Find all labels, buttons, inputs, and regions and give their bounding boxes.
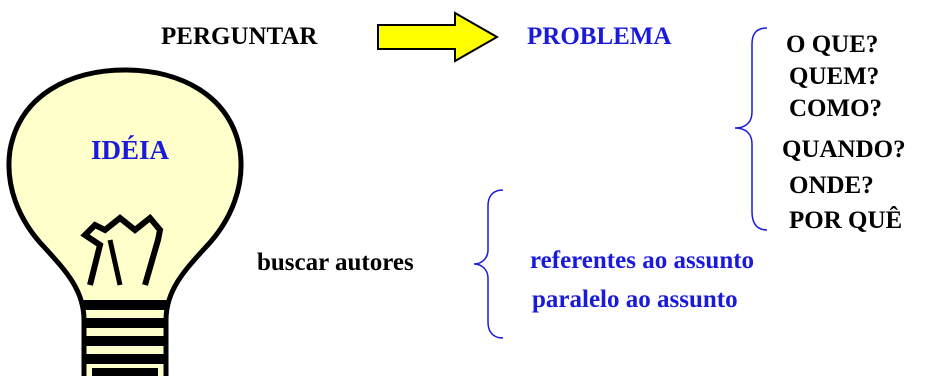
idea-label: IDÉIA [91, 135, 170, 165]
question-where: ONDE? [789, 172, 874, 199]
lightbulb-icon [6, 67, 244, 376]
question-who: QUEM? [789, 63, 880, 90]
problem-label: PROBLEMA [527, 23, 672, 50]
search-item-related: referentes ao assunto [530, 247, 755, 274]
start-label: PERGUNTAR [161, 23, 318, 50]
question-why: POR QUÊ [789, 207, 903, 234]
question-how: COMO? [789, 95, 883, 122]
search-item-parallel: paralelo ao assunto [532, 286, 738, 313]
search-label: buscar autores [257, 249, 414, 276]
search-brace [473, 189, 504, 339]
questions-brace [734, 27, 768, 231]
question-what: O QUE? [786, 31, 879, 58]
question-when: QUANDO? [782, 136, 906, 163]
right-arrow-icon [377, 11, 500, 63]
